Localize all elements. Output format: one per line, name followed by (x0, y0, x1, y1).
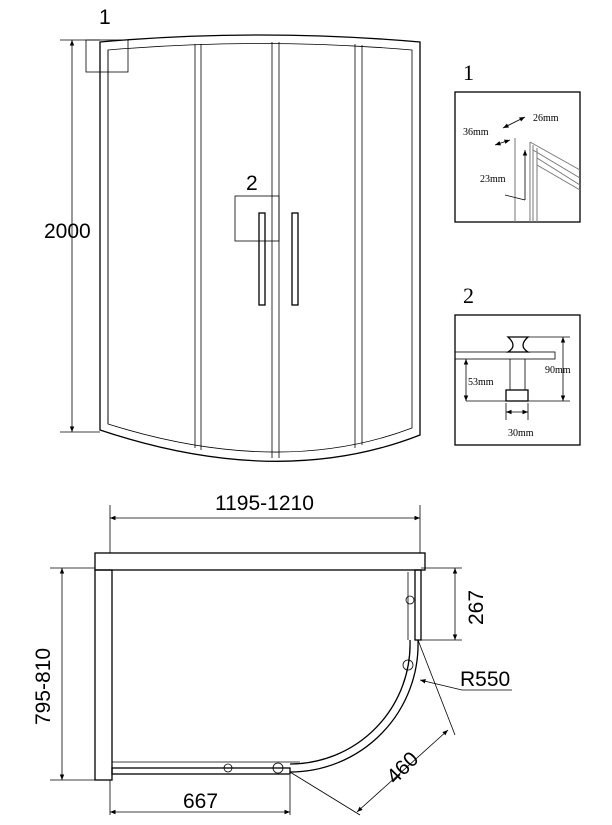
height-dimension: 2000 (44, 220, 91, 243)
front-view: 2000 1 2 (44, 6, 421, 462)
callout-label-2: 2 (246, 172, 258, 195)
diagonal-dimension: 460 (382, 747, 423, 788)
plan-view: 1195-1210 795-810 267 R550 460 667 (32, 492, 512, 816)
door-width-dimension: 667 (183, 790, 218, 813)
side-panel-dimension: 267 (465, 590, 488, 625)
callout-box-1 (85, 39, 129, 73)
width-dimension: 1195-1210 (215, 492, 314, 515)
door-handle-left (258, 212, 266, 306)
detail-1-title: 1 (463, 60, 474, 85)
door-handle-right (291, 212, 299, 306)
detail-2-title: 2 (463, 283, 474, 308)
detail-2-dim-b: 90mm (545, 365, 571, 376)
callout-label-1: 1 (99, 6, 111, 29)
back-wall (94, 552, 426, 571)
detail-1: 1 26mm 36mm 23mm (454, 60, 581, 223)
detail-1-dim-a: 26mm (533, 113, 559, 124)
detail-2-dim-a: 53mm (468, 377, 494, 388)
detail-2-dim-c: 30mm (508, 428, 534, 439)
detail-1-dim-b: 36mm (463, 127, 489, 138)
detail-1-dim-c: 23mm (480, 174, 506, 185)
radius-dimension: R550 (460, 668, 510, 691)
detail-2: 2 53mm 90mm 30mm (454, 283, 581, 446)
callout-box-2 (234, 195, 280, 242)
side-wall (94, 569, 113, 781)
depth-dimension: 795-810 (32, 648, 55, 725)
